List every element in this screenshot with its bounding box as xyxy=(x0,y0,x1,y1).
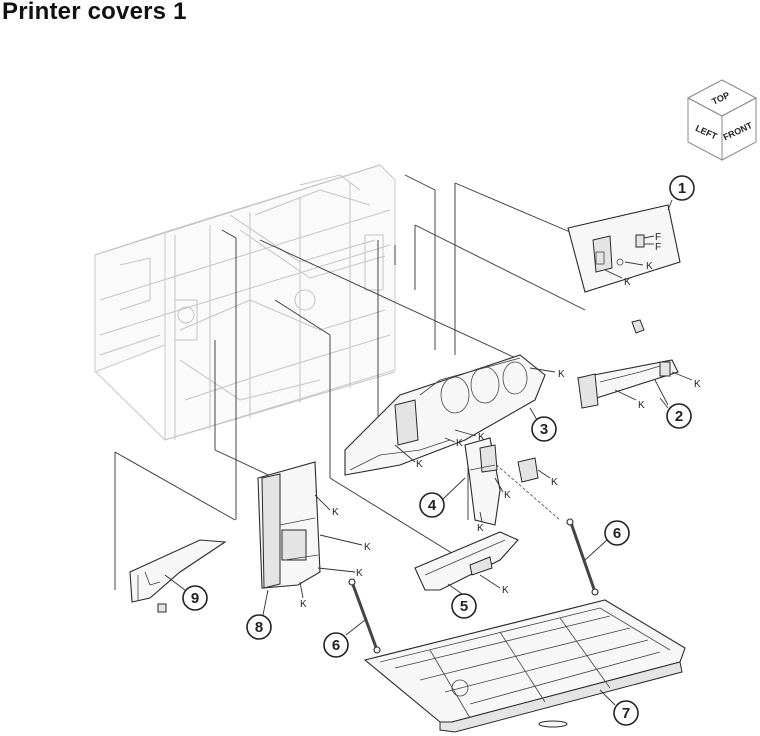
part-4-bracket: K K K xyxy=(464,437,558,534)
callout-7-label: 7 xyxy=(622,705,630,722)
callout-3-label: 3 xyxy=(540,421,548,438)
part-1-bracket: F F K K xyxy=(567,204,681,293)
small-screw xyxy=(631,319,645,334)
part-6-strut-left xyxy=(348,578,381,654)
k-label: K xyxy=(478,432,485,443)
k-label: K xyxy=(551,477,558,488)
k-label: K xyxy=(477,523,484,534)
printer-frame xyxy=(94,164,396,441)
callout-6-right: 6 xyxy=(584,520,630,561)
part-5-ramp: K xyxy=(414,531,519,596)
k-label: K xyxy=(502,585,509,596)
callout-6-label: 6 xyxy=(332,637,340,654)
callout-4: 4 xyxy=(419,477,466,518)
k-label: K xyxy=(332,507,339,518)
callout-2: 2 xyxy=(659,397,692,429)
page-title: Printer covers 1 xyxy=(2,0,187,25)
k-label: K xyxy=(416,459,423,470)
k-label: K xyxy=(624,277,631,288)
callout-6-left: 6 xyxy=(323,619,366,658)
k-label: K xyxy=(646,261,653,272)
callout-3: 3 xyxy=(529,407,557,442)
orientation-cube: TOP LEFT FRONT xyxy=(686,79,758,161)
callout-8-label: 8 xyxy=(255,619,263,636)
k-label: K xyxy=(638,400,645,411)
k-label: K xyxy=(300,599,307,610)
part-9-bracket xyxy=(129,539,227,613)
k-label: K xyxy=(356,568,363,579)
callout-7: 7 xyxy=(599,689,639,726)
part-2-bracket: K K xyxy=(577,359,701,411)
leader-lines xyxy=(114,174,586,590)
callout-1: 1 xyxy=(667,175,695,211)
k-label: K xyxy=(364,542,371,553)
callout-6-label: 6 xyxy=(613,525,621,542)
callout-9: 9 xyxy=(164,574,208,611)
callout-5: 5 xyxy=(447,583,477,619)
k-label: K xyxy=(504,490,511,501)
callout-8: 8 xyxy=(246,589,272,640)
callout-5-label: 5 xyxy=(460,598,468,615)
callout-9-label: 9 xyxy=(191,590,199,607)
callout-4-label: 4 xyxy=(428,497,437,514)
part-7-tray xyxy=(363,599,686,733)
callout-1-label: 1 xyxy=(678,180,686,197)
part-3-inner-cover: K K K K xyxy=(344,354,565,476)
k-label-f1: F xyxy=(655,232,661,243)
k-label-f2: F xyxy=(655,242,661,253)
part-8-side-cover: K K K K xyxy=(257,461,371,610)
callout-2-label: 2 xyxy=(675,408,683,425)
k-label: K xyxy=(456,438,463,449)
k-label: K xyxy=(694,379,701,390)
part-6-strut-right xyxy=(566,518,599,596)
k-label: K xyxy=(558,369,565,380)
